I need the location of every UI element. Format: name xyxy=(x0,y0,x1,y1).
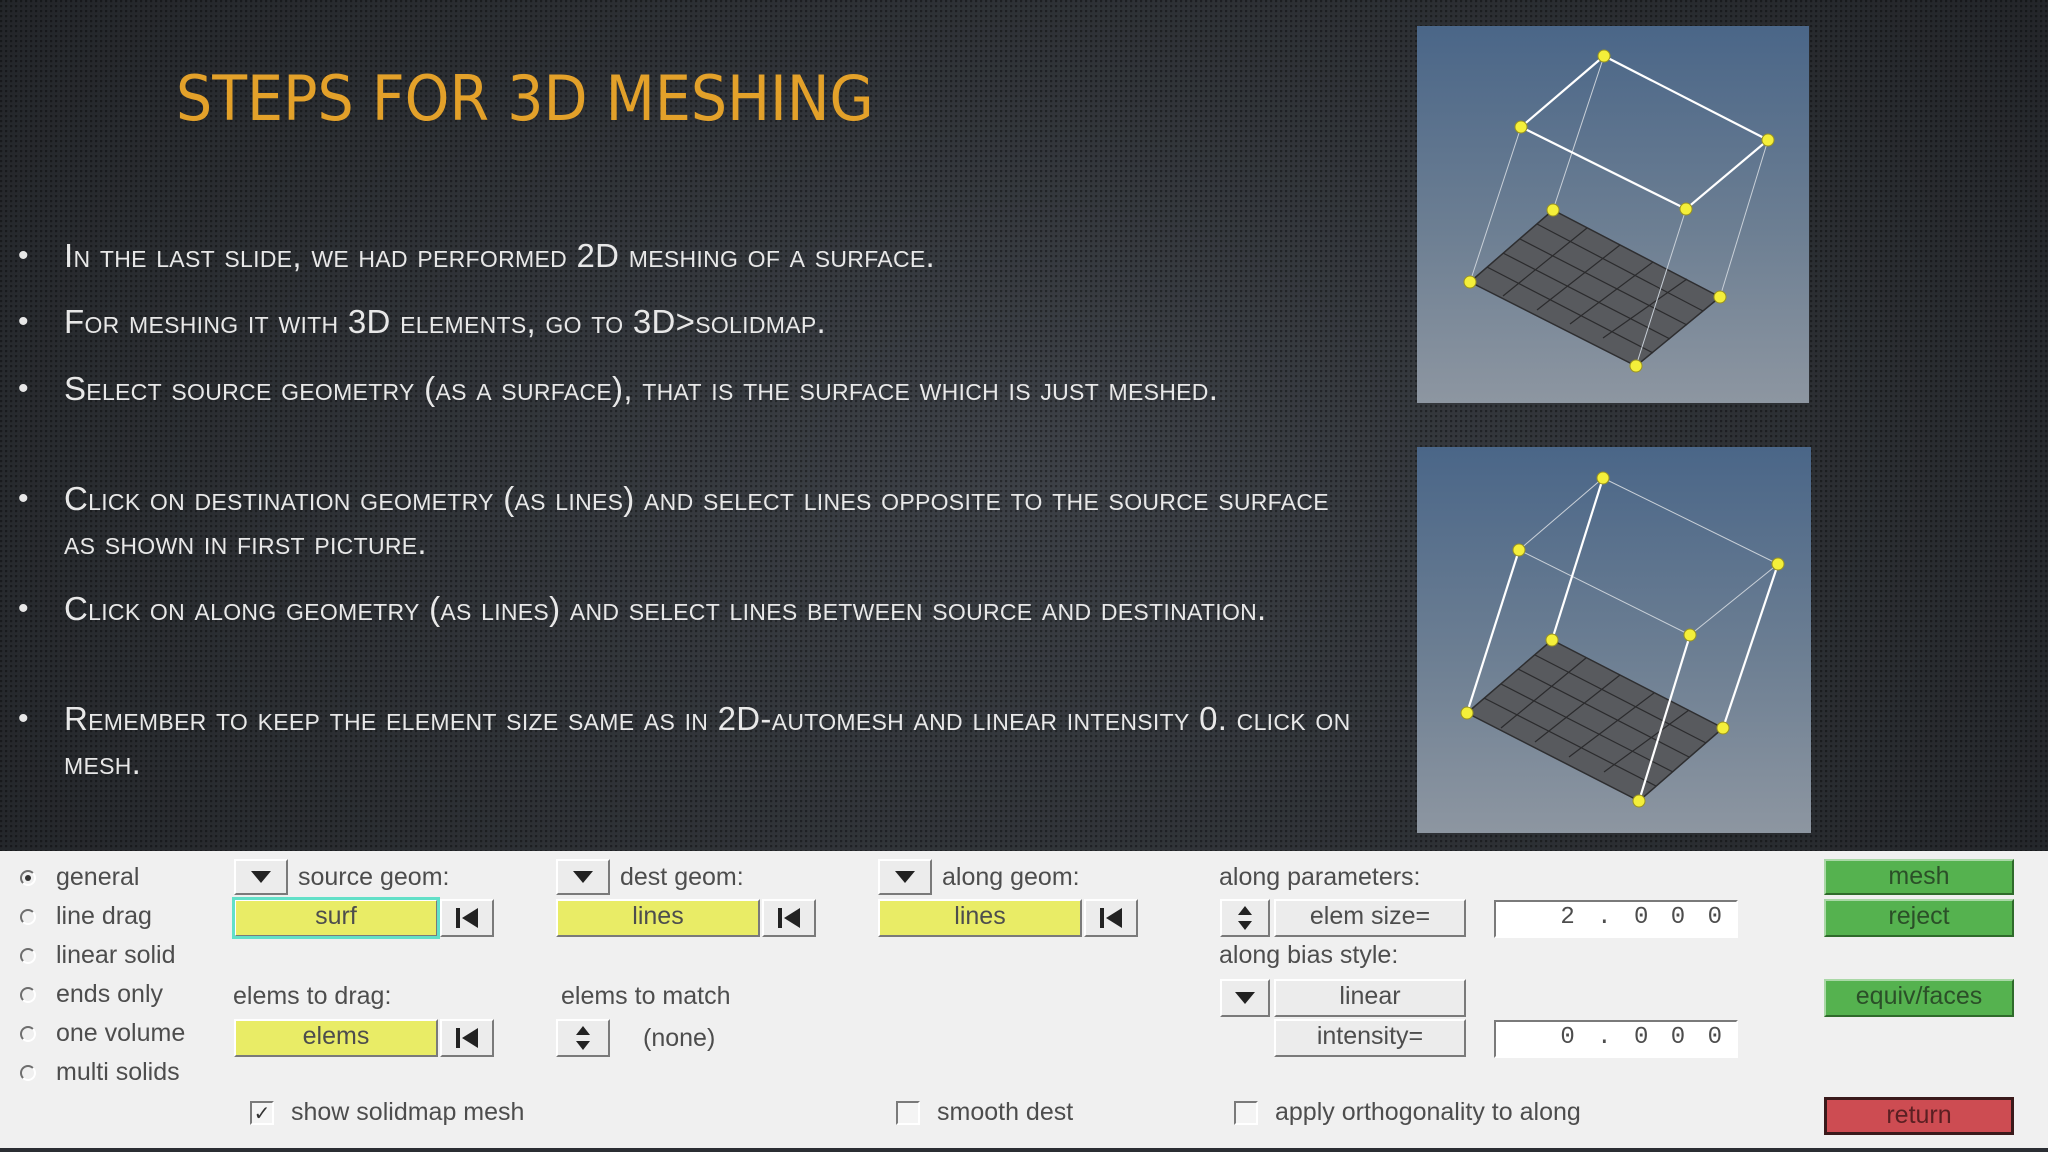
meshed-surface xyxy=(1465,639,1725,802)
bullet-text: For meshing it with 3D elements, go to 3… xyxy=(64,303,826,340)
elems-to-drag-selector[interactable]: elems xyxy=(234,1019,438,1057)
reset-icon xyxy=(1100,908,1122,928)
thin-edges xyxy=(1469,55,1769,367)
bullet-dot: • xyxy=(18,372,29,405)
destination-lines xyxy=(1519,54,1770,211)
source-geom-selector[interactable]: surf xyxy=(232,897,440,939)
slide-title: STEPS FOR 3D MESHING xyxy=(176,62,874,135)
chevron-down-icon xyxy=(251,871,271,883)
reset-icon xyxy=(456,908,478,928)
radio-multi-solids[interactable] xyxy=(20,1065,36,1081)
chevron-down-icon xyxy=(573,871,593,883)
radio-line-drag-label[interactable]: line drag xyxy=(56,902,152,930)
bullet-item: • For meshing it with 3D elements, go to … xyxy=(18,300,1354,344)
show-solidmap-mesh-label[interactable]: show solidmap mesh xyxy=(291,1098,525,1126)
source-geom-reset-button[interactable] xyxy=(440,899,494,937)
along-geom-selector[interactable]: lines xyxy=(878,899,1082,937)
along-lines-figure xyxy=(1417,447,1811,833)
bullet-item: • Select source geometry (as a surface), … xyxy=(18,367,1354,411)
intensity-button[interactable]: intensity= xyxy=(1274,1019,1466,1057)
bullet-item: • Click on destination geometry (as lines… xyxy=(18,477,1354,565)
along-parameters-toggle[interactable] xyxy=(1220,899,1270,937)
bullet-text: Select source geometry (as a surface), t… xyxy=(64,370,1219,407)
radio-multi-solids-label[interactable]: multi solids xyxy=(56,1058,180,1086)
radio-general-label[interactable]: general xyxy=(56,863,140,891)
solidmap-panel: general line drag linear solid ends only… xyxy=(0,851,2048,1152)
radio-one-volume[interactable] xyxy=(20,1026,36,1042)
along-geom-reset-button[interactable] xyxy=(1084,899,1138,937)
reset-icon xyxy=(778,908,800,928)
bullet-item: • Remember to keep the element size same … xyxy=(18,697,1354,785)
intensity-field[interactable]: 0 . 0 0 0 xyxy=(1494,1020,1738,1058)
bullet-text: Click on along geometry (as lines) and s… xyxy=(64,590,1267,627)
radio-linear-solid[interactable] xyxy=(20,948,36,964)
chevron-down-icon xyxy=(895,871,915,883)
mesh-wireframe-2 xyxy=(1460,471,1785,808)
bias-style-dropdown[interactable] xyxy=(1220,979,1270,1017)
bullet-text: Remember to keep the element size same a… xyxy=(64,700,1351,781)
mesh-grid-lines xyxy=(1483,654,1707,787)
radio-linear-solid-label[interactable]: linear solid xyxy=(56,941,176,969)
elems-to-drag-label: elems to drag: xyxy=(233,982,392,1010)
along-geom-type-dropdown[interactable] xyxy=(878,859,932,895)
bullet-dot: • xyxy=(18,592,29,625)
dest-geom-label: dest geom: xyxy=(620,863,744,891)
bullet-dot: • xyxy=(18,702,29,735)
bullet-dot: • xyxy=(18,305,29,338)
smooth-dest-checkbox[interactable] xyxy=(896,1101,920,1125)
return-button[interactable]: return xyxy=(1824,1097,2014,1135)
meshed-surface xyxy=(1468,209,1722,367)
elems-to-drag-reset-button[interactable] xyxy=(440,1019,494,1057)
dest-geom-selector[interactable]: lines xyxy=(556,899,760,937)
along-parameters-label: along parameters: xyxy=(1219,863,1421,891)
bullet-text: In the last slide, we had performed 2D m… xyxy=(64,237,935,274)
radio-ends-only-label[interactable]: ends only xyxy=(56,980,164,1008)
elem-size-button[interactable]: elem size= xyxy=(1274,899,1466,937)
elems-to-match-toggle[interactable] xyxy=(556,1019,610,1057)
bullet-item: • Click on along geometry (as lines) and … xyxy=(18,587,1354,631)
radio-ends-only[interactable] xyxy=(20,987,36,1003)
node-points xyxy=(1463,49,1775,373)
up-down-switch-icon xyxy=(1238,906,1252,930)
radio-one-volume-label[interactable]: one volume xyxy=(56,1019,186,1047)
apply-orthogonality-label[interactable]: apply orthogonality to along xyxy=(1275,1098,1581,1126)
destination-lines-figure xyxy=(1417,26,1809,403)
radio-line-drag[interactable] xyxy=(20,909,36,925)
source-geom-label: source geom: xyxy=(298,863,450,891)
bullet-dot: • xyxy=(18,239,29,272)
up-down-switch-icon xyxy=(576,1026,590,1050)
bullet-dot: • xyxy=(18,482,29,515)
mesh-grid-lines xyxy=(1486,223,1704,354)
apply-orthogonality-checkbox[interactable] xyxy=(1234,1101,1258,1125)
thin-edges xyxy=(1518,477,1779,636)
reject-button[interactable]: reject xyxy=(1824,899,2014,937)
chevron-down-icon xyxy=(1235,992,1255,1004)
show-solidmap-mesh-checkbox[interactable]: ✓ xyxy=(250,1101,274,1125)
reset-icon xyxy=(456,1028,478,1048)
dest-geom-type-dropdown[interactable] xyxy=(556,859,610,895)
mesh-button[interactable]: mesh xyxy=(1824,859,2014,895)
equiv-faces-button[interactable]: equiv/faces xyxy=(1824,979,2014,1017)
bias-style-button[interactable]: linear xyxy=(1274,979,1466,1017)
source-geom-type-dropdown[interactable] xyxy=(234,859,288,895)
panel-bottom-border xyxy=(0,1148,2048,1152)
along-lines xyxy=(1465,477,1780,802)
node-points xyxy=(1460,471,1785,808)
elems-to-match-label: elems to match xyxy=(561,982,731,1010)
bullet-item: • In the last slide, we had performed 2D … xyxy=(18,234,1354,278)
bullet-text: Click on destination geometry (as lines)… xyxy=(64,480,1329,561)
elems-to-match-value: (none) xyxy=(643,1024,716,1052)
mesh-wireframe-1 xyxy=(1463,49,1775,373)
along-geom-label: along geom: xyxy=(942,863,1080,891)
elem-size-field[interactable]: 2 . 0 0 0 xyxy=(1494,900,1738,938)
smooth-dest-label[interactable]: smooth dest xyxy=(937,1098,1074,1126)
radio-general[interactable] xyxy=(20,870,36,886)
along-bias-style-label: along bias style: xyxy=(1219,941,1399,969)
dest-geom-reset-button[interactable] xyxy=(762,899,816,937)
